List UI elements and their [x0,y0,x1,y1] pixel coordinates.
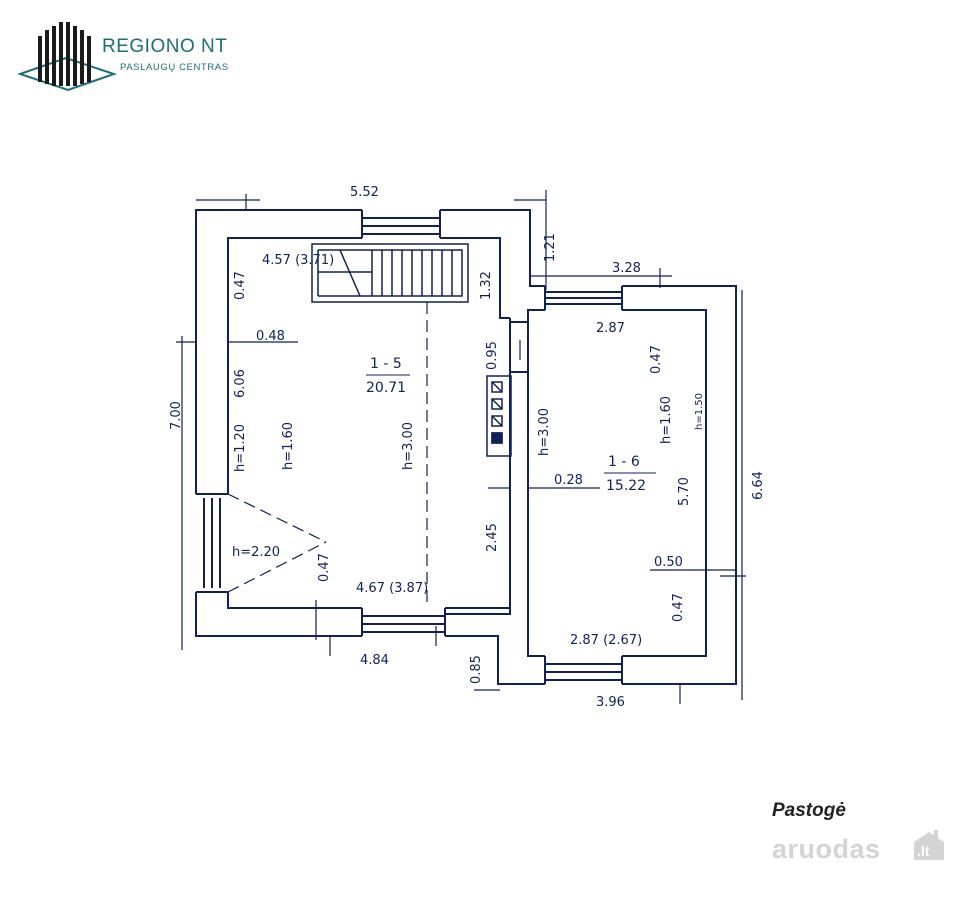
dim-door-095: 0.95 [485,341,500,370]
dim-mid-028: 0.28 [554,473,583,488]
dim-right-bottom-047: 0.47 [671,593,686,622]
dim-left-outer-700: 7.00 [169,401,184,430]
staircase [311,243,469,303]
height-300-right: h=3.00 [537,408,552,456]
dim-left-room-inner-top: 4.57 (3.71) [262,253,334,268]
dim-stair-047: 0.47 [233,271,248,300]
dim-left-bottom-047: 0.47 [317,553,332,582]
dim-stair-132: 1.32 [479,271,494,300]
dim-top-right-wall: 1.21 [543,233,558,262]
height-120: h=1.20 [233,424,248,472]
slope-lines [227,302,428,605]
dim-top-outer: 5.52 [350,185,379,200]
watermark-suffix: .lt [917,843,930,859]
dim-bottom-396: 3.96 [596,695,625,710]
dim-left-inner-606: 6.06 [233,369,248,398]
dim-right-050: 0.50 [654,555,683,570]
building-logo-icon [16,22,118,92]
dim-right-570: 5.70 [677,477,692,506]
floor-caption: Pastogė [772,800,846,821]
height-300-left: h=3.00 [401,422,416,470]
height-160-left: h=1.60 [281,422,296,470]
room-1-5-area: 20.71 [366,380,406,396]
dim-bottom-484: 4.84 [360,653,389,668]
height-150-right: h=1.50 [694,393,705,430]
dim-right-room-047: 0.47 [649,345,664,374]
dim-right-room-top: 3.28 [612,261,641,276]
room-1-5-id: 1 - 5 [370,356,402,372]
height-160-right: h=1.60 [659,396,674,444]
dimension-lines [176,190,746,704]
aruodas-house-icon: .lt [914,830,944,860]
dim-left-bottom-inner: 4.67 (3.87) [356,581,428,596]
dim-right-bottom-inner: 2.87 (2.67) [570,633,642,648]
regiono-nt-logo [16,18,258,98]
dim-left-048: 0.48 [256,329,285,344]
chimney-block [486,375,512,457]
dim-right-outer-664: 6.64 [751,471,766,500]
height-220: h=2.20 [232,545,280,560]
room-1-6-id: 1 - 6 [608,454,640,470]
dim-bottom-085: 0.85 [469,655,484,684]
room-1-6-area: 15.22 [606,478,646,494]
dim-right-room-inner-top: 2.87 [596,321,625,336]
walls [195,209,737,685]
watermark-text: aruodas [772,834,881,864]
dim-mid-245: 2.45 [485,523,500,552]
brand-subtitle: PASLAUGŲ CENTRAS [120,62,229,73]
brand-name: REGIONO NT [102,36,228,57]
